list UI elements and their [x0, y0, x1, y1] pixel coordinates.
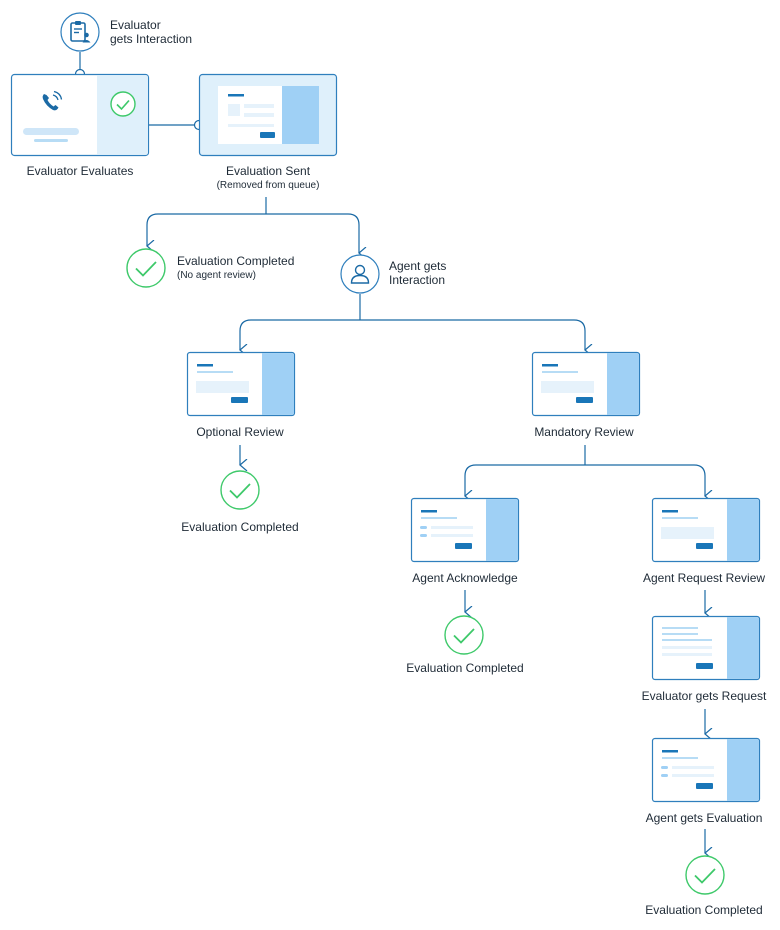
connector-branch-acknowledge [465, 464, 585, 496]
card-evaluator-evaluates [10, 73, 150, 157]
check-icon-optional [220, 470, 260, 510]
label-optional-completed: Evaluation Completed [181, 520, 299, 534]
label-evaluation-sent-sub: (Removed from queue) [216, 180, 320, 191]
user-icon [350, 264, 370, 284]
label-evaluator-line2: gets Interaction [110, 32, 193, 46]
check-icon [110, 91, 136, 117]
label-agent-acknowledge: Agent Acknowledge [412, 571, 518, 585]
connector-branch-optional [240, 319, 360, 350]
connector-branch-agent [266, 213, 359, 253]
connector-branch-request [585, 464, 705, 496]
card-mandatory-review [531, 351, 641, 417]
label-final-completed: Evaluation Completed [645, 903, 763, 917]
label-agent-line1: Agent gets [389, 259, 447, 273]
connectors [79, 52, 705, 853]
label-agent-line2: Interaction [389, 273, 446, 287]
check-icon-acknowledge [444, 615, 484, 655]
label-evaluator-line1: Evaluator [110, 18, 161, 32]
node-evaluator-gets-interaction [60, 12, 100, 52]
connector-branch-mandatory [360, 319, 585, 350]
label-mandatory-review: Mandatory Review [534, 425, 634, 439]
label-completed-no-review-sub: (No agent review) [177, 270, 256, 281]
check-icon-no-review [126, 248, 166, 288]
node-agent-gets-interaction [340, 254, 380, 294]
label-evaluator-gets-request: Evaluator gets Request [641, 689, 767, 703]
label-acknowledge-completed: Evaluation Completed [406, 661, 524, 675]
label-agent-request-review: Agent Request Review [642, 571, 766, 585]
card-agent-gets-evaluation [651, 737, 761, 803]
card-agent-acknowledge [410, 497, 520, 563]
card-optional-review [186, 351, 296, 417]
label-evaluation-sent: Evaluation Sent [225, 164, 311, 178]
card-evaluator-gets-request [651, 615, 761, 681]
phone-icon [42, 90, 63, 111]
card-evaluation-sent [198, 73, 338, 157]
connector-branch-no-review [147, 213, 266, 246]
label-optional-review: Optional Review [196, 425, 284, 439]
label-completed-no-review: Evaluation Completed [177, 254, 295, 268]
check-icon-final [685, 855, 725, 895]
card-agent-request-review [651, 497, 761, 563]
label-agent-gets-evaluation: Agent gets Evaluation [645, 811, 763, 825]
clipboard-user-icon [70, 21, 91, 43]
label-evaluator-evaluates: Evaluator Evaluates [26, 164, 134, 178]
